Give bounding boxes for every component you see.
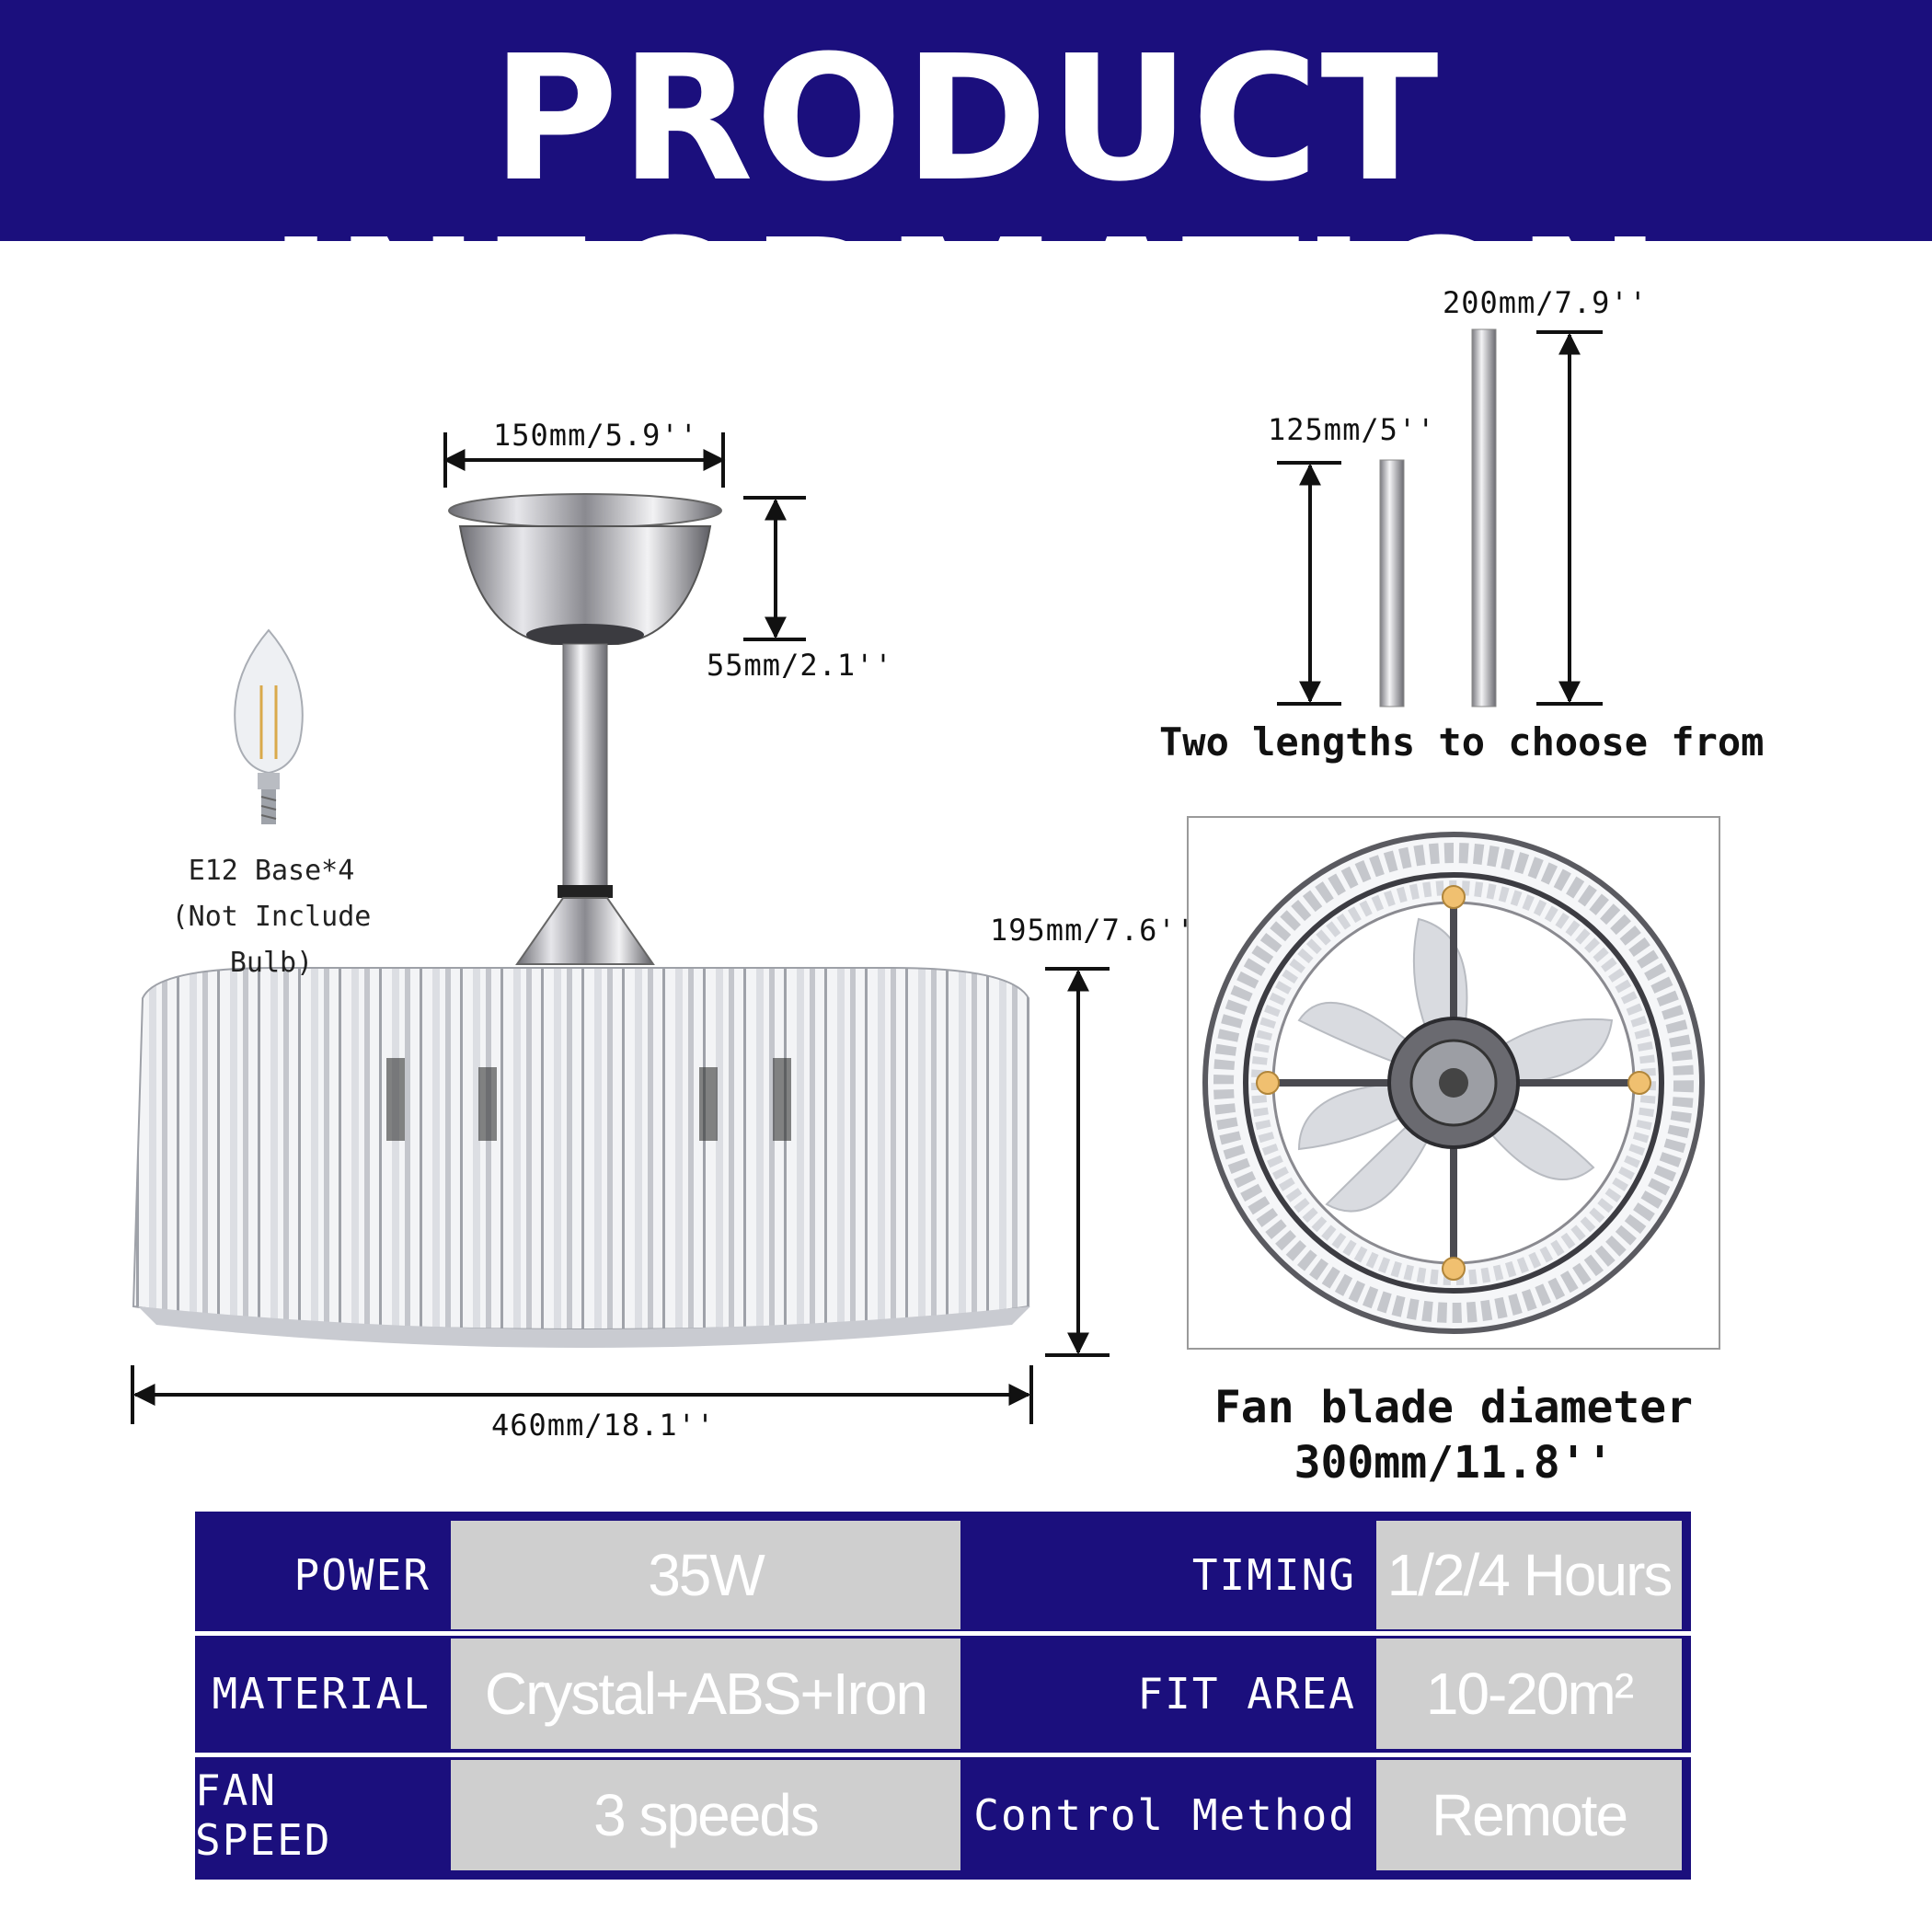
crystal-drum xyxy=(132,967,1030,1348)
product-illustration xyxy=(131,328,1603,1424)
downrod-long xyxy=(1471,328,1497,707)
downrod-caption: Two lengths to choose from xyxy=(1159,719,1765,765)
motor-housing xyxy=(515,897,655,965)
canopy-width-label: 150mm/5.9'' xyxy=(493,418,698,453)
spec-value-fit-area: 10-20m² xyxy=(1376,1639,1682,1749)
bulb-icon xyxy=(234,628,304,824)
spec-label-power: POWER xyxy=(293,1550,431,1600)
downrod-short xyxy=(1379,459,1405,707)
spec-value-material: Crystal+ABS+Iron xyxy=(451,1639,960,1749)
blade-caption: Fan blade diameter xyxy=(1213,1382,1694,1433)
body-width-label: 460mm/18.1'' xyxy=(491,1408,716,1443)
canopy xyxy=(448,493,722,646)
page-title: PRODUCT INFORMATION xyxy=(269,18,1663,404)
spec-label-fit-area: FIT AREA xyxy=(1137,1669,1356,1719)
spec-label-timing: TIMING xyxy=(1191,1550,1356,1600)
spec-label-control-method: Control Method xyxy=(973,1790,1356,1840)
canopy-height-label: 55mm/2.1'' xyxy=(707,648,893,683)
downrod-short-label: 125mm/5'' xyxy=(1268,412,1436,447)
spec-value-control-method: Remote xyxy=(1376,1760,1682,1870)
spec-value-power: 35W xyxy=(451,1521,960,1629)
spec-value-timing: 1/2/4 Hours xyxy=(1376,1521,1682,1629)
blade-diameter-value: 300mm/11.8'' xyxy=(1294,1437,1614,1489)
body-height-label: 195mm/7.6'' xyxy=(990,913,1195,948)
bulb-note-label: (Not Include Bulb) xyxy=(171,901,372,979)
downrod xyxy=(562,643,608,895)
fan-top-view-graphic xyxy=(1202,832,1705,1334)
spec-value-fan-speed: 3 speeds xyxy=(451,1760,960,1870)
spec-table: POWER 35W TIMING 1/2/4 Hours MATERIAL Cr… xyxy=(195,1512,1691,1880)
spec-label-material: MATERIAL xyxy=(212,1669,431,1719)
downrod-collar xyxy=(558,885,613,898)
bulb-base-label: E12 Base*4 xyxy=(188,855,355,887)
fan-top-view xyxy=(1187,816,1720,1350)
downrod-long-label: 200mm/7.9'' xyxy=(1443,285,1648,320)
spec-divider xyxy=(195,1631,1691,1636)
spec-label-fan-speed: FAN SPEED xyxy=(195,1765,332,1865)
header-banner: PRODUCT INFORMATION xyxy=(0,0,1932,396)
spec-divider xyxy=(195,1753,1691,1757)
